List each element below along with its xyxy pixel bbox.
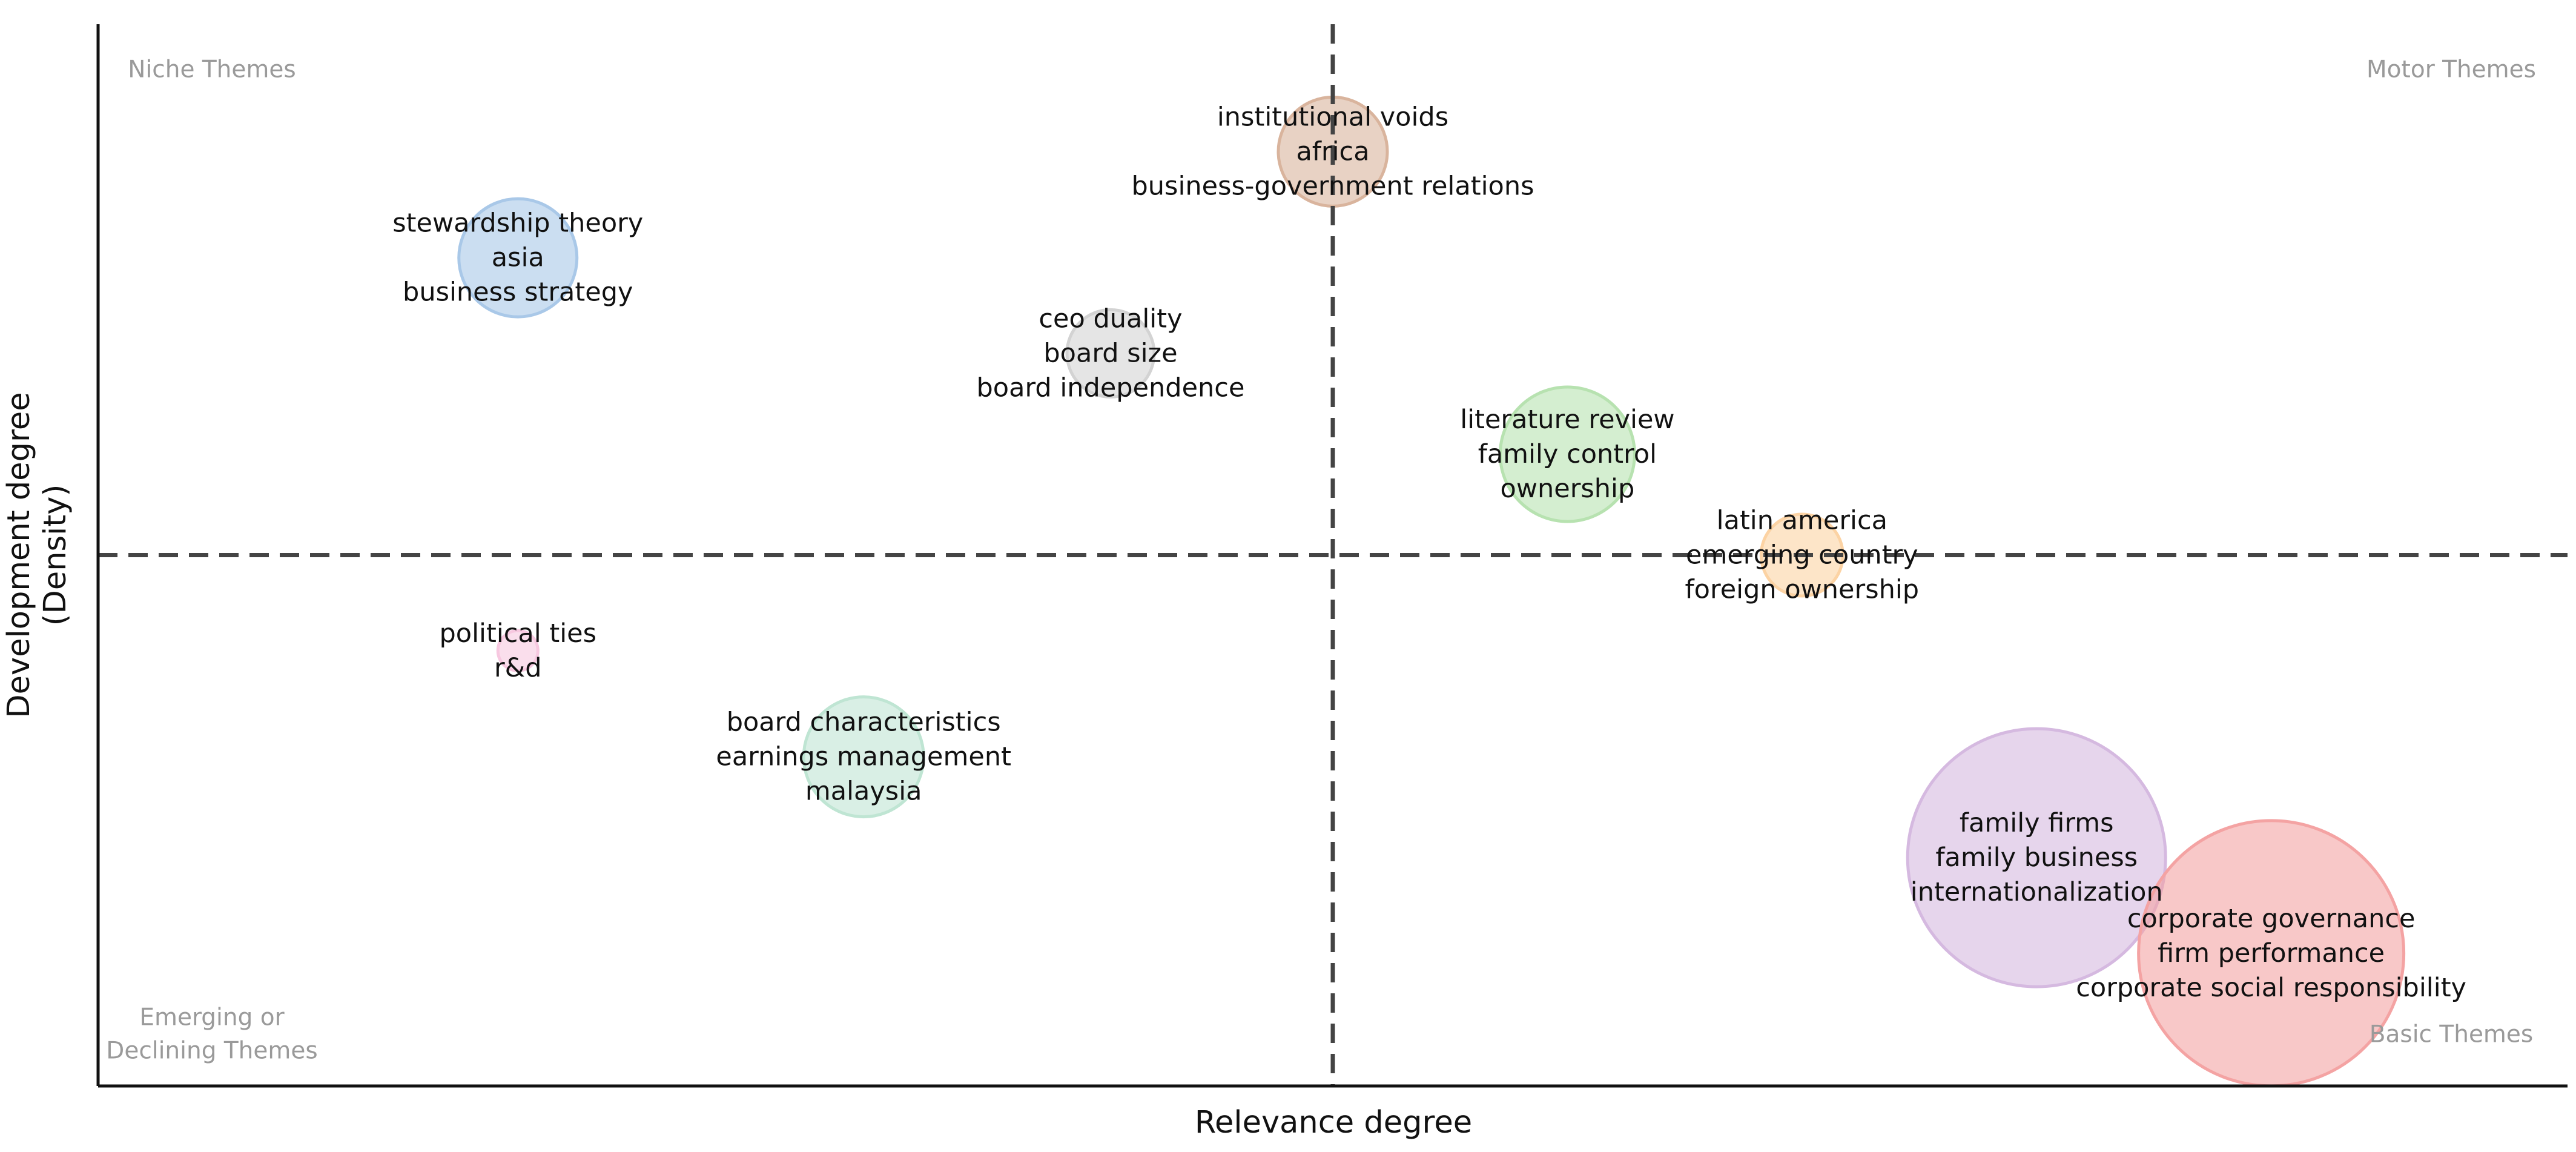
bubble-point bbox=[1906, 727, 2167, 988]
bubble-label: literature review bbox=[1460, 405, 1674, 435]
quadrant-label-emerging: Emerging or bbox=[139, 1004, 285, 1031]
bubble-label: ceo duality bbox=[1039, 303, 1182, 334]
bubble-point bbox=[802, 695, 925, 819]
bubble-label: r&d bbox=[494, 653, 542, 683]
bubble-label: institutional voids bbox=[1217, 102, 1448, 132]
bubble-label: stewardship theory bbox=[392, 208, 643, 239]
quadrant-label-motor: Motor Themes bbox=[2366, 56, 2536, 84]
bubble-label: earnings management bbox=[716, 742, 1011, 772]
bubble-label: corporate social responsibility bbox=[2076, 973, 2466, 1003]
bubble-label: internationalization bbox=[1911, 877, 2163, 907]
bubble-label: family control bbox=[1478, 439, 1657, 469]
bubble-point bbox=[1065, 308, 1156, 399]
bubble-labels: institutional voids africa business-govern… bbox=[392, 102, 2466, 1003]
quadrant-label-emerging: Declining Themes bbox=[106, 1038, 317, 1065]
y-axis-title-line: Development degree bbox=[1, 392, 37, 718]
bubble-point bbox=[457, 197, 579, 319]
bubble-label: business strategy bbox=[403, 277, 633, 308]
bubble-label: business-government relations bbox=[1132, 171, 1534, 201]
bubble-label: firm performance bbox=[2158, 938, 2385, 968]
bubbles-layer bbox=[457, 95, 2406, 1088]
bubble-label: foreign ownership bbox=[1685, 575, 1920, 605]
bubble-label: asia bbox=[492, 243, 544, 273]
bubble-label: corporate governance bbox=[2127, 904, 2416, 934]
y-axis-title: Development degree(Density) bbox=[1, 392, 73, 718]
quadrant-dividers bbox=[98, 24, 2568, 1086]
quadrant-label-niche: Niche Themes bbox=[128, 56, 296, 84]
bubble-label: board size bbox=[1043, 338, 1177, 368]
bubble-label: board characteristics bbox=[727, 707, 1001, 738]
axes bbox=[96, 24, 2568, 1088]
quadrant-label-basic: Basic Themes bbox=[2370, 1021, 2534, 1048]
bubble-label: family business bbox=[1935, 842, 2138, 873]
bubble-label: malaysia bbox=[805, 776, 922, 807]
bubble-label: ownership bbox=[1501, 474, 1635, 504]
bubble-label: family firms bbox=[1960, 808, 2114, 838]
x-axis-title: Relevance degree bbox=[1195, 1105, 1472, 1140]
bubble-point bbox=[1498, 385, 1636, 523]
bubble-label: board independence bbox=[977, 372, 1245, 403]
bubble-label: latin america bbox=[1717, 506, 1887, 536]
bubble-label: political ties bbox=[439, 618, 596, 649]
bubble-point bbox=[496, 629, 540, 672]
bubble-label: emerging country bbox=[1686, 540, 1918, 571]
y-axis-title-line: (Density) bbox=[38, 485, 73, 626]
bubble-label: africa bbox=[1296, 136, 1369, 167]
